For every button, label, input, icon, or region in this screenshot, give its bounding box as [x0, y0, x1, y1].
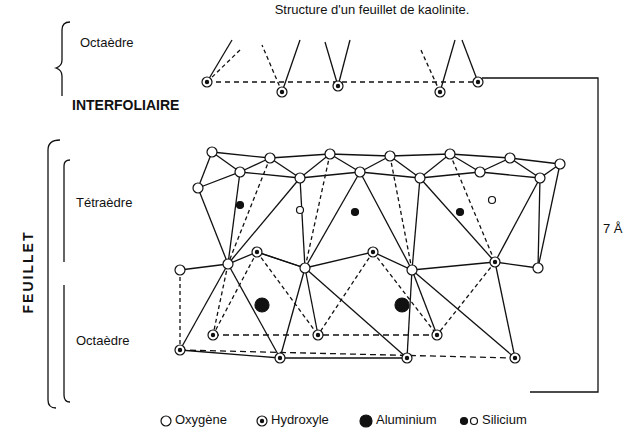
layer-label: Tétraèdre: [76, 196, 132, 211]
legend-text: Aluminium: [376, 413, 437, 428]
tetrahedral-layer: [180, 152, 560, 270]
octahedral-layer: [180, 252, 515, 358]
layer-label: Octaèdre: [80, 36, 133, 51]
dimension-label: 7 Å: [603, 222, 623, 237]
atoms: [175, 77, 565, 363]
legend-text: Hydroxyle: [271, 413, 329, 428]
bracket: [64, 160, 70, 262]
legend-text: Oxygène: [175, 413, 227, 428]
sheet-label: FEUILLET: [20, 231, 36, 314]
legend-text: Silicium: [482, 413, 527, 428]
bracket: [48, 140, 60, 408]
bracket: [56, 22, 70, 96]
layer-label: INTERFOLIAIRE: [72, 97, 179, 113]
upper-octahedron: [207, 40, 478, 92]
diagram-title: Structure d'un feuillet de kaolinite.: [275, 3, 470, 18]
bracket: [64, 285, 70, 402]
layer-label: Octaèdre: [76, 334, 129, 349]
